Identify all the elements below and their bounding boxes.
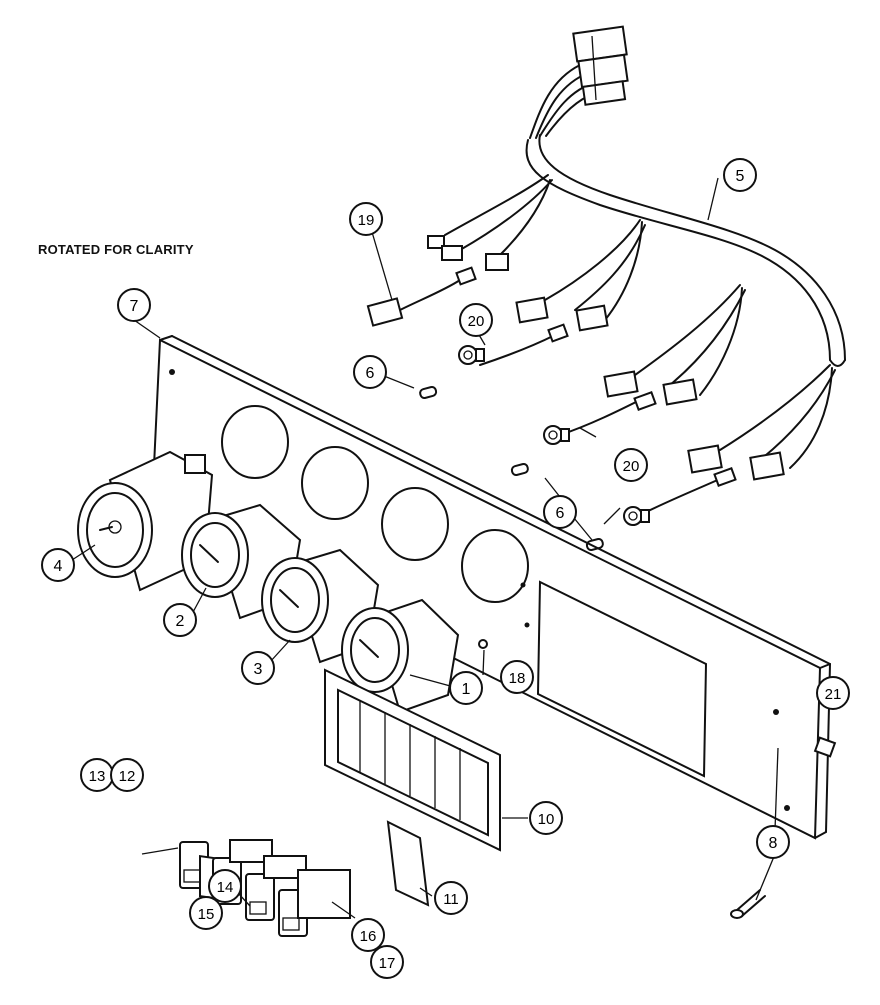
callout-6-bottom: 6 [543, 495, 577, 529]
callout-6-top: 6 [353, 355, 387, 389]
callout-1: 1 [449, 671, 483, 705]
callout-5: 5 [723, 158, 757, 192]
callout-20-top: 20 [459, 303, 493, 337]
svg-text:5: 5 [736, 168, 745, 185]
callout-11: 11 [434, 881, 468, 915]
svg-text:1: 1 [462, 681, 471, 698]
callout-18: 18 [500, 660, 534, 694]
lamp-sockets [458, 345, 650, 526]
svg-text:17: 17 [379, 955, 396, 972]
callout-21: 21 [816, 676, 850, 710]
callout-8: 8 [756, 825, 790, 859]
switch-bezel [324, 668, 501, 852]
plug [478, 639, 488, 649]
svg-text:20: 20 [623, 458, 640, 475]
callout-7: 7 [117, 288, 151, 322]
clip [813, 736, 837, 758]
svg-text:11: 11 [443, 891, 459, 908]
svg-text:13: 13 [89, 768, 106, 785]
callout-19: 19 [349, 202, 383, 236]
callout-3: 3 [241, 651, 275, 685]
svg-text:3: 3 [254, 661, 263, 678]
lamp-bulbs [419, 385, 604, 552]
rotation-note: ROTATED FOR CLARITY [38, 242, 194, 257]
callout-2: 2 [163, 603, 197, 637]
callout-17: 17 [370, 945, 404, 979]
screw [730, 889, 766, 919]
svg-text:10: 10 [538, 811, 555, 828]
svg-text:18: 18 [509, 670, 526, 687]
svg-text:4: 4 [54, 558, 63, 575]
gauge-1 [341, 598, 460, 714]
svg-text:16: 16 [360, 928, 377, 945]
wiring-harness [366, 25, 846, 516]
instrument-panel [150, 335, 831, 840]
svg-text:2: 2 [176, 613, 185, 630]
callout-12: 12 [110, 758, 144, 792]
callout-10: 10 [529, 801, 563, 835]
svg-text:12: 12 [119, 768, 136, 785]
svg-text:6: 6 [366, 365, 375, 382]
callout-20-mid: 20 [614, 448, 648, 482]
callout-13: 13 [80, 758, 114, 792]
callout-15: 15 [189, 896, 223, 930]
svg-text:14: 14 [217, 879, 234, 896]
svg-text:20: 20 [468, 313, 485, 330]
callout-16: 16 [351, 918, 385, 952]
callout-14: 14 [208, 869, 242, 903]
blank-insert [386, 820, 430, 907]
svg-text:8: 8 [769, 835, 778, 852]
svg-text:19: 19 [358, 212, 375, 229]
callout-4: 4 [41, 548, 75, 582]
svg-text:6: 6 [556, 505, 565, 522]
svg-text:7: 7 [130, 298, 139, 315]
svg-text:21: 21 [825, 686, 842, 703]
svg-text:15: 15 [198, 906, 215, 923]
callout-labels: 5 19 7 20 6 20 6 4 2 3 1 18 21 13 12 10 … [41, 158, 850, 979]
